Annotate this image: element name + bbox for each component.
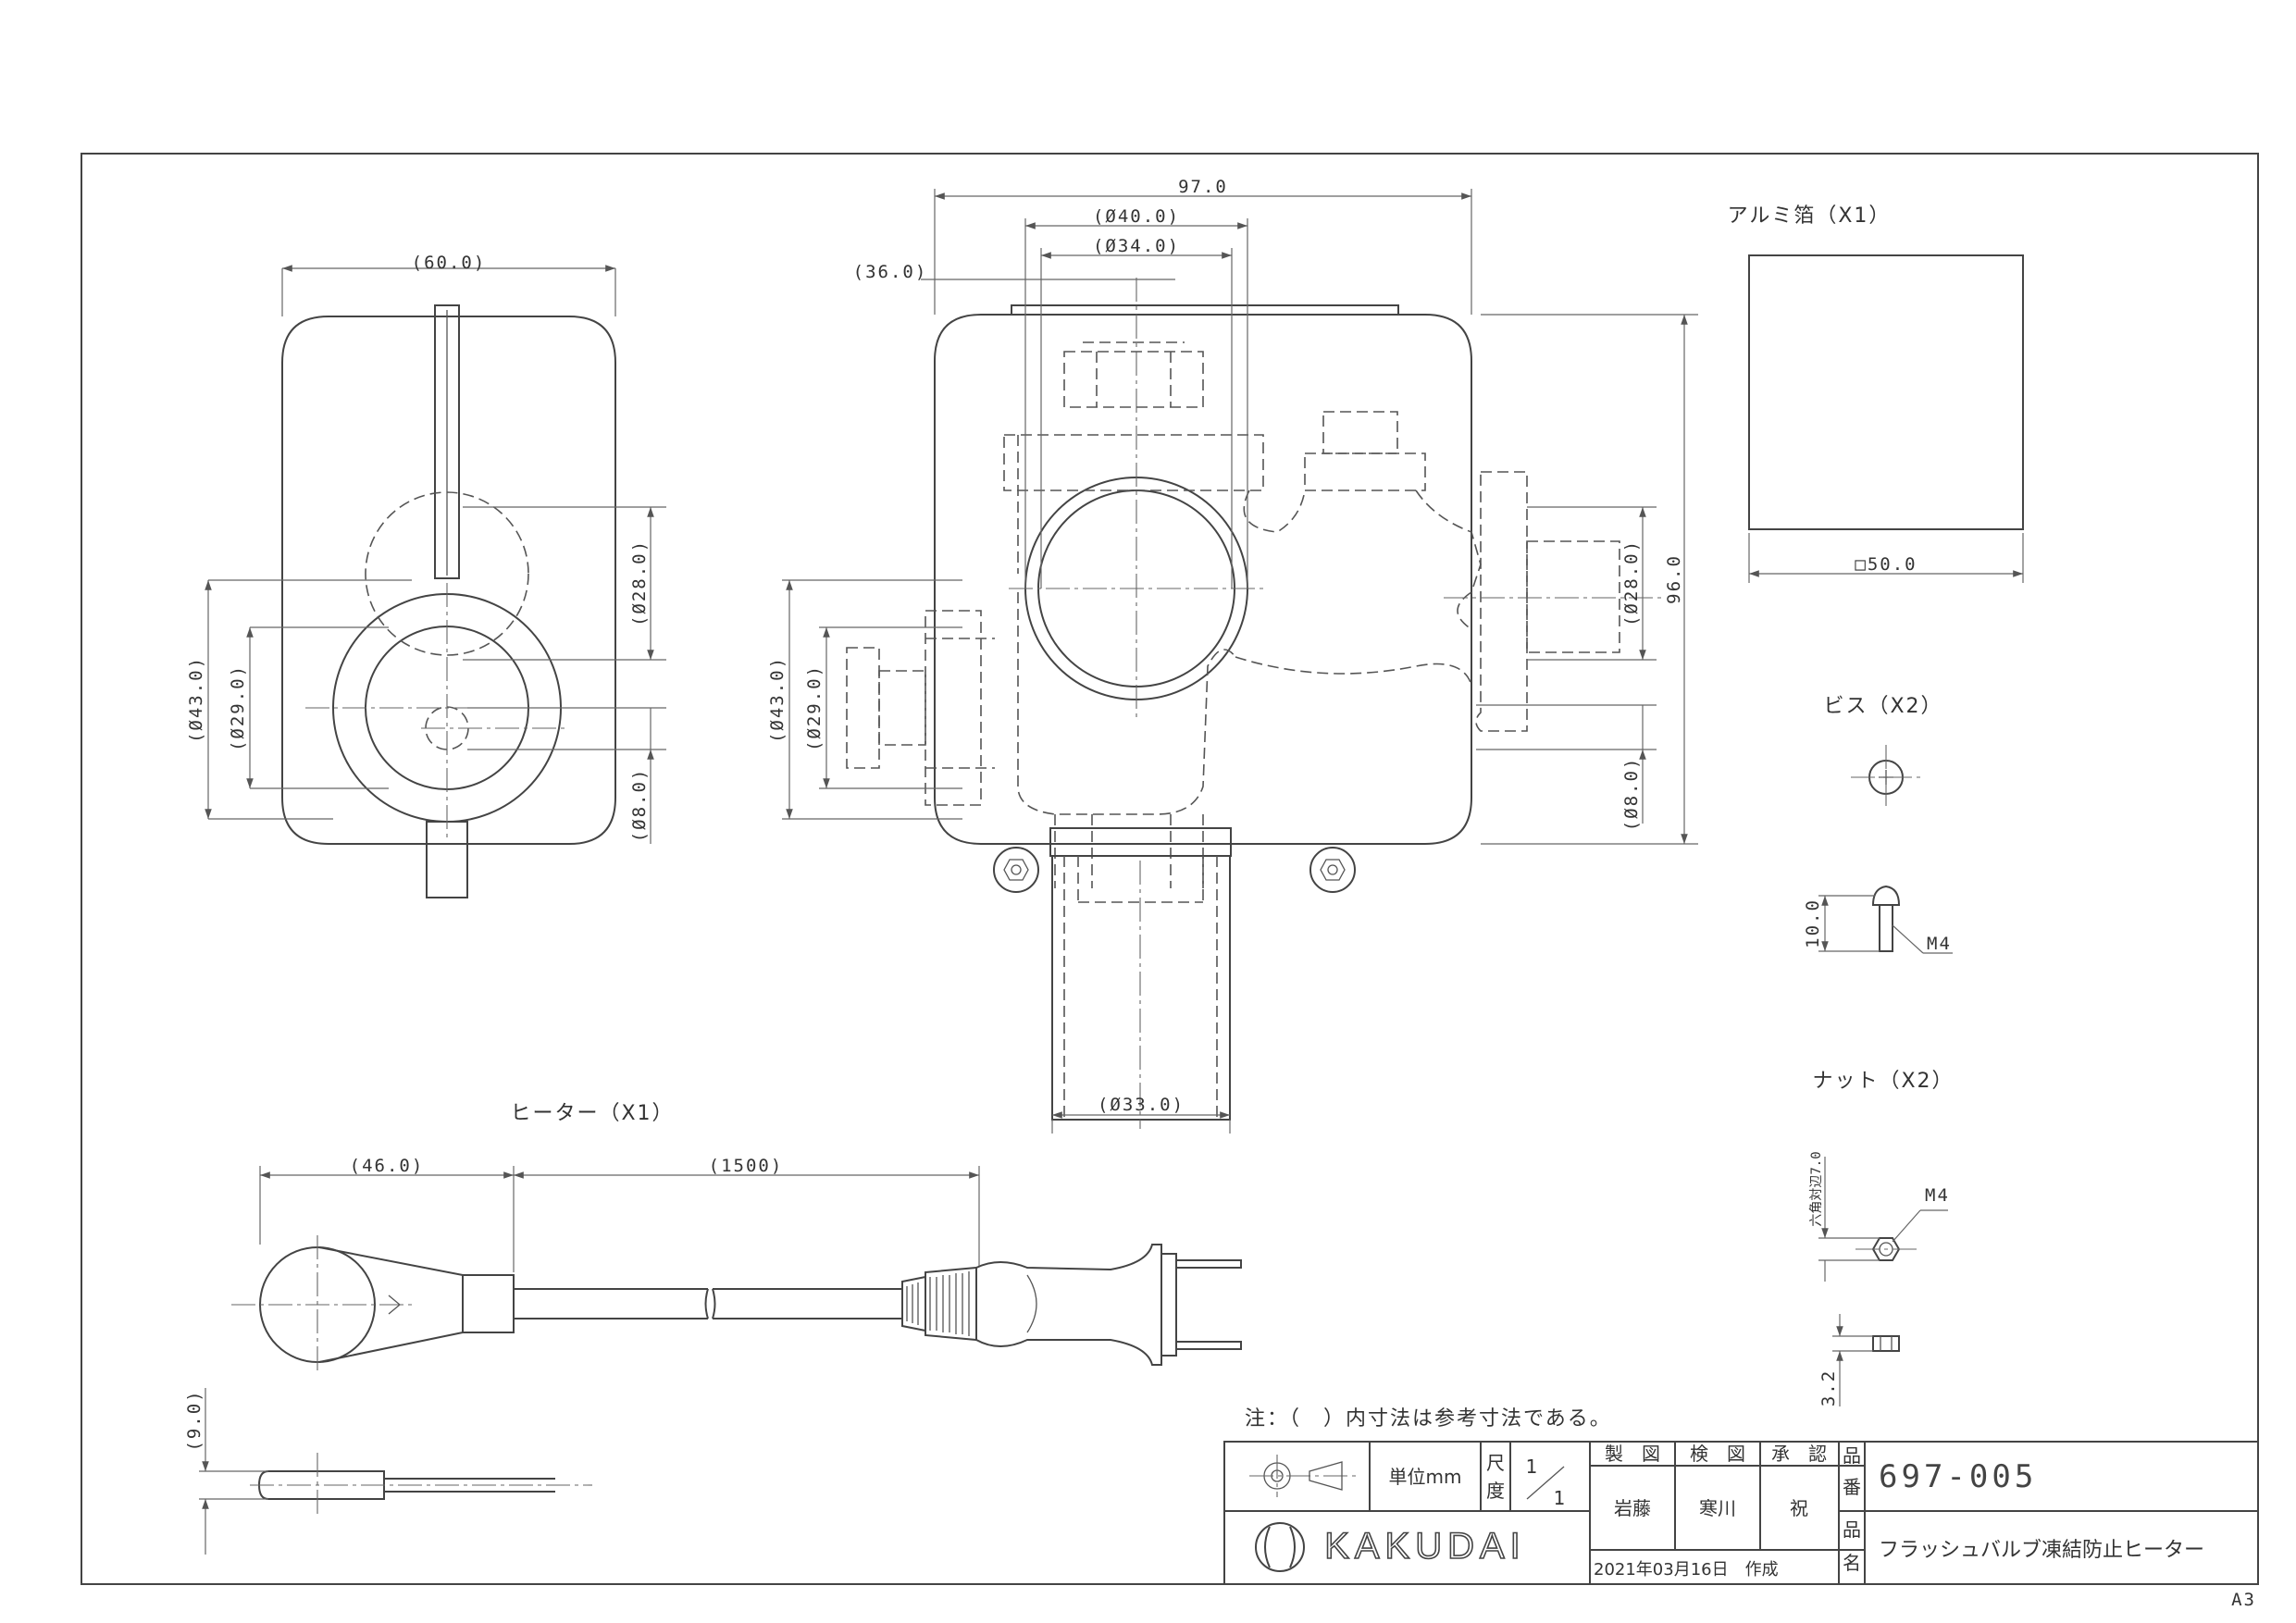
part-name: フラッシュバルブ凍結防止ヒーター	[1879, 1539, 2204, 1562]
dim-front-dia33: (Ø33.0)	[1098, 1095, 1185, 1115]
drawing-note: 注：（ ）内寸法は参考寸法である。	[1245, 1407, 1612, 1431]
drawing-border	[81, 153, 2259, 1585]
scale-label-top: 尺	[1486, 1452, 1505, 1474]
made-by: 岩藤	[1614, 1497, 1651, 1519]
nut-part: ナット（X2） 六角対辺7.0 M4 3.2	[1809, 1070, 1954, 1406]
checked-label: 検 図	[1690, 1443, 1745, 1465]
dim-heater-thickness: (9.0)	[184, 1389, 205, 1451]
checked-by: 寒川	[1699, 1497, 1736, 1519]
dim-front-dia40: (Ø40.0)	[1093, 206, 1180, 227]
sheet-size: A3	[2231, 1590, 2256, 1610]
made-label: 製 図	[1605, 1443, 1660, 1465]
label-screw: ビス（X2）	[1823, 695, 1942, 718]
dim-side-dia29: (Ø29.0)	[228, 664, 248, 751]
drawing-date: 2021年03月16日 作成	[1594, 1560, 1779, 1580]
approved-by: 祝	[1790, 1497, 1808, 1519]
scale-numerator: 1	[1526, 1456, 1538, 1478]
dim-front-dia28: (Ø28.0)	[1621, 539, 1642, 626]
dim-screw-thread: M4	[1927, 934, 1952, 954]
part-no-label-top: 品	[1843, 1444, 1861, 1467]
dim-side-dia28: (Ø28.0)	[629, 539, 650, 626]
side-view: (60.0) (Ø43.0) (Ø29.0) (Ø28.0) (Ø8.0)	[186, 253, 666, 898]
screw-part: ビス（X2） 10.0 M4	[1803, 695, 1953, 954]
dim-heater-cord: (1500)	[709, 1156, 784, 1176]
projection-symbol-icon	[1249, 1455, 1360, 1497]
dim-front-height: 96.0	[1664, 554, 1684, 604]
dim-nut-thickness: 3.2	[1818, 1369, 1839, 1406]
dim-front-offset36: (36.0)	[853, 262, 928, 282]
heater-part: ヒーター（X1） (46.0) (1500) (9.	[184, 1102, 1242, 1555]
title-block: 単位mm 尺 度 1 1 KAKUDAI 製 図 検 図 承 認 岩藤 寒川 祝…	[1223, 1441, 2259, 1585]
dim-side-width: (60.0)	[412, 253, 487, 273]
label-heater: ヒーター（X1）	[510, 1102, 674, 1125]
dim-foil-size: □50.0	[1855, 554, 1917, 575]
dim-front-dia43: (Ø43.0)	[767, 656, 788, 743]
front-view: 97.0 (Ø40.0) (Ø34.0) (36.0) 96.0 (Ø28.0)…	[767, 177, 1698, 1134]
foil-part: アルミ箔（X1） □50.0	[1728, 204, 2024, 583]
unit-label: 単位mm	[1389, 1466, 1462, 1488]
dim-front-dia34: (Ø34.0)	[1093, 236, 1180, 256]
dim-nut-hex: 六角対辺7.0	[1809, 1151, 1824, 1226]
dim-side-dia8: (Ø8.0)	[629, 768, 650, 843]
part-no-label-bottom: 番	[1843, 1476, 1861, 1498]
part-name-label-top: 品	[1843, 1518, 1861, 1541]
label-nut: ナット（X2）	[1812, 1070, 1954, 1093]
label-foil: アルミ箔（X1）	[1728, 204, 1892, 228]
dim-screw-length: 10.0	[1803, 898, 1823, 948]
kakudai-logo-icon	[1255, 1522, 1305, 1572]
part-name-label-bottom: 名	[1843, 1552, 1861, 1574]
dim-nut-thread: M4	[1925, 1185, 1950, 1206]
scale-denominator: 1	[1554, 1487, 1566, 1509]
dim-front-width: 97.0	[1178, 177, 1228, 197]
brand-name: KAKUDAI	[1324, 1526, 1526, 1567]
dim-side-dia43: (Ø43.0)	[186, 656, 206, 743]
scale-label-bottom: 度	[1486, 1480, 1505, 1502]
part-number: 697-005	[1879, 1458, 2037, 1495]
dim-front-dia8: (Ø8.0)	[1621, 757, 1642, 832]
approved-label: 承 認	[1771, 1443, 1827, 1465]
dim-front-dia29: (Ø29.0)	[804, 664, 825, 751]
dim-heater-clamp: (46.0)	[350, 1156, 425, 1176]
